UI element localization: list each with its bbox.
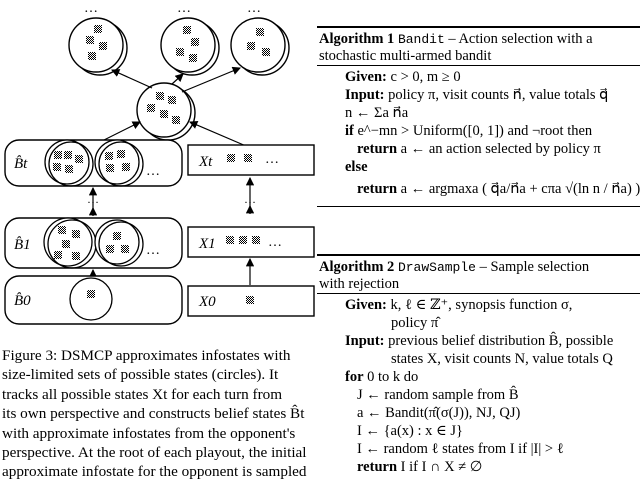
ellipsis-x1: … (268, 235, 282, 250)
algo1-kw: Given: (345, 69, 387, 85)
algorithm-1-title-rest: – Action selection with a (448, 31, 593, 47)
ellipsis-top-1: … (84, 1, 98, 16)
tree-root-node (136, 82, 196, 141)
algorithm-2-label: Algorithm 2 (319, 259, 395, 275)
algorithm-1: Algorithm 1 Bandit – Action selection wi… (317, 26, 640, 207)
algorithm-2-title: Algorithm 2 DrawSample – Sample selectio… (317, 256, 640, 278)
algo2-kw: Input: (345, 333, 385, 349)
algo1-line: a ← argmaxa ( q⃗a/n⃗a + cπa √(ln n / n⃗a… (400, 181, 640, 197)
ellipsis-bt: … (146, 164, 160, 179)
algo2-line: 0 to k do (367, 369, 419, 385)
ellipsis-xt: … (265, 152, 279, 167)
tree-node-right (230, 17, 290, 76)
algo1-kw: if (345, 123, 354, 139)
belief-box-0: B̂0 (4, 275, 183, 325)
algorithm-2-name: DrawSample (397, 260, 476, 275)
belief-box-t: B̂t … (4, 139, 183, 187)
algo2-kw: Given: (345, 297, 387, 313)
algo1-kw: return (357, 141, 398, 157)
states-box-t: Xt … (187, 144, 315, 176)
label-x-0: X0 (198, 294, 216, 310)
caption-line: with approximate infostates from the opp… (2, 424, 296, 442)
algorithm-1-name: Bandit (397, 32, 445, 47)
algo1-line: n ← Σa n⃗a (345, 105, 409, 121)
label-b-1: B̂1 (14, 237, 31, 253)
ellipsis-top-3: … (247, 1, 261, 16)
label-b-0: B̂0 (14, 293, 31, 309)
algorithm-1-title: Algorithm 1 Bandit – Action selection wi… (317, 28, 640, 50)
algo2-line: previous belief distribution B̂, possibl… (388, 333, 614, 349)
algo1-kw: return (357, 181, 398, 197)
label-b-t: B̂t (14, 156, 28, 172)
caption-line: perspective. At the root of each playout… (2, 444, 307, 462)
tree-node-middle (160, 17, 220, 76)
algo1-line: c > 0, m ≥ 0 (390, 69, 461, 85)
algo2-kw: return (357, 459, 398, 475)
algorithm-1-title-line2: stochastic multi-armed bandit (319, 48, 492, 64)
algo2-line: I ← {a(x) : x ∈ J} (357, 423, 463, 439)
algo1-line: a ← an action selected by policy π (400, 141, 601, 157)
ellipsis-top-2: … (177, 1, 191, 16)
caption-line: tracks all possible states Xt for each t… (2, 385, 283, 403)
algo2-kw: for (345, 369, 364, 385)
algo2-line: I ← random ℓ states from I if |I| > ℓ (357, 441, 564, 457)
algo2-line: states X, visit counts N, value totals Q (391, 351, 613, 367)
caption-line: approximate infostate for the opponent i… (2, 463, 307, 481)
algo2-line: policy π̂ (391, 315, 439, 331)
label-x-1: X1 (198, 236, 216, 252)
algorithm-2-title-rest: – Sample selection (479, 259, 590, 275)
ellipsis-b1: … (146, 243, 160, 258)
algo2-line: J ← random sample from B̂ (357, 387, 519, 403)
algorithm-2: Algorithm 2 DrawSample – Sample selectio… (317, 254, 640, 476)
states-box-0: X0 (187, 285, 315, 317)
caption-line: size-limited sets of possible states (ci… (2, 366, 279, 384)
algo1-line: e^−mn > Uniform([0, 1]) and ¬root then (357, 123, 593, 139)
caption-line: its own perspective and constructs belie… (2, 405, 305, 423)
algo1-kw: else (345, 159, 368, 175)
states-box-1: X1 … (187, 226, 315, 258)
belief-box-1: B̂1 … (4, 217, 183, 269)
algorithm-1-label: Algorithm 1 (319, 31, 395, 47)
algo1-line: policy π, visit counts n⃗, value totals … (388, 87, 609, 103)
algo1-kw: Input: (345, 87, 385, 103)
caption-line: Figure 3: DSMCP approximates infostates … (2, 347, 291, 364)
algo2-line: a ← Bandit(π̂(σ(J)), NJ, QJ) (357, 405, 521, 421)
algo2-line: I if I ∩ X ≠ ∅ (400, 459, 483, 475)
label-x-t: Xt (198, 154, 213, 170)
figure-caption: Figure 3: DSMCP approximates infostates … (2, 346, 318, 482)
dsmcp-figure: … … … (4, 1, 315, 325)
algo2-line: k, ℓ ∈ ℤ⁺, synopsis function σ, (390, 297, 573, 313)
tree-node-left (68, 17, 128, 76)
algorithm-2-title-line2: with rejection (319, 276, 400, 292)
